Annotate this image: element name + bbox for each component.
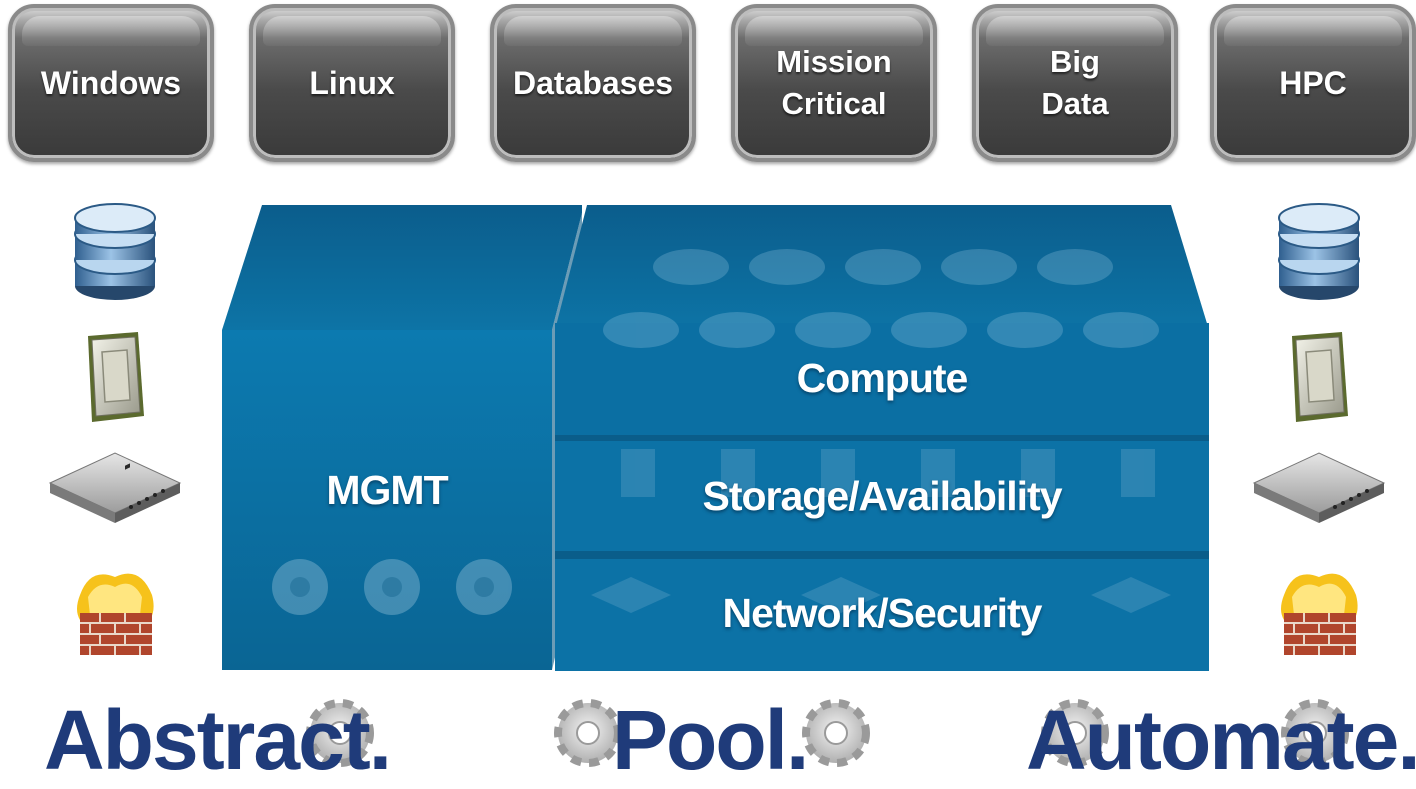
- network-security-label: Network/Security: [722, 590, 1043, 636]
- tile-mission-critical[interactable]: Mission Critical: [731, 4, 937, 162]
- gear-icon: [306, 699, 374, 767]
- mgmt-block[interactable]: MGMT: [222, 205, 582, 670]
- tile-big-data-label: Big Data: [1041, 44, 1109, 121]
- tile-windows[interactable]: Windows: [8, 4, 214, 162]
- gear-icon: [554, 699, 622, 767]
- storage-layer: [555, 441, 1209, 551]
- database-icon: [30, 200, 200, 305]
- database-icon: [1234, 200, 1404, 305]
- resource-stack: Compute Storage/Availability Network/Sec…: [551, 205, 1211, 675]
- network-layer: [555, 559, 1209, 671]
- firewall-icon: [1234, 565, 1404, 660]
- motto-abstract: Abstract.: [44, 693, 392, 787]
- firewall-icon: [30, 565, 200, 660]
- mgmt-top-face: [222, 205, 582, 330]
- gear-watermark: [272, 559, 512, 615]
- tile-mission-critical-label: Mission Critical: [776, 44, 892, 121]
- motto-automate: Automate.: [1026, 693, 1416, 787]
- tile-databases-label: Databases: [512, 65, 674, 101]
- tile-linux[interactable]: Linux: [249, 4, 455, 162]
- mgmt-label: MGMT: [326, 467, 448, 513]
- tile-databases[interactable]: Databases: [490, 4, 696, 162]
- tile-linux-label: Linux: [309, 65, 395, 101]
- workload-row: Windows Linux Databases Mission Critical…: [0, 4, 1416, 164]
- compute-label: Compute: [796, 355, 969, 401]
- gear-icon: [802, 699, 870, 767]
- left-icon-column: [30, 200, 200, 670]
- tile-big-data[interactable]: Big Data: [972, 4, 1178, 162]
- tile-hpc[interactable]: HPC: [1210, 4, 1416, 162]
- tile-hpc-label: HPC: [1279, 65, 1347, 101]
- compute-layer: [555, 323, 1209, 435]
- cpu-chip-icon: [30, 330, 200, 425]
- cpu-chip-icon: [1234, 330, 1404, 425]
- gear-icon: [1041, 699, 1109, 767]
- network-switch-icon: [30, 445, 200, 525]
- mgmt-front-face: [222, 330, 552, 670]
- tile-windows-label: Windows: [40, 65, 182, 101]
- storage-availability-label: Storage/Availability: [702, 473, 1063, 519]
- motto-pool: Pool.: [612, 693, 809, 787]
- right-icon-column: [1234, 200, 1404, 670]
- gear-icon: [1281, 699, 1349, 767]
- network-switch-icon: [1234, 445, 1404, 525]
